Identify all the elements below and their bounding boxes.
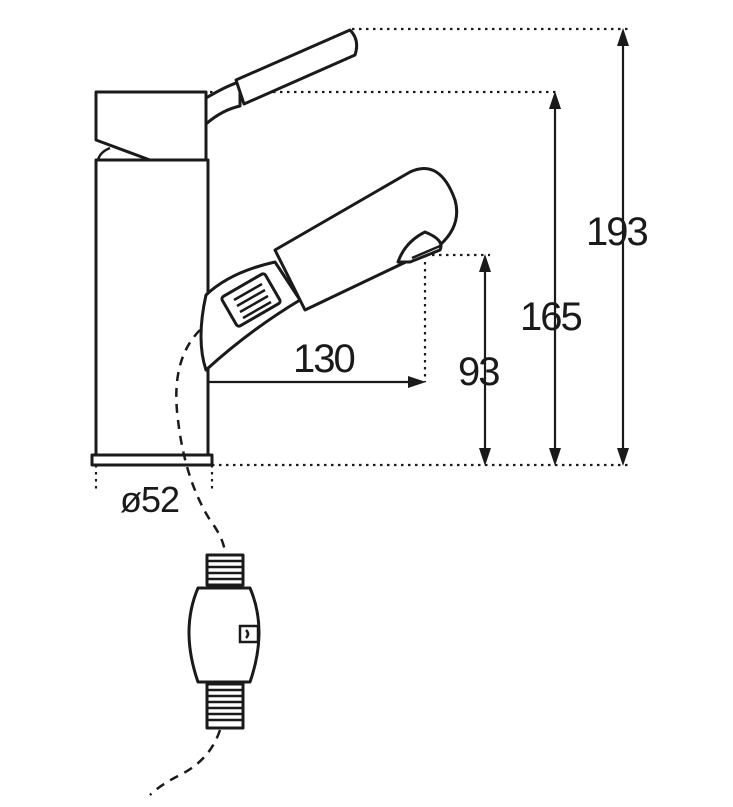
lever-handle [204,80,242,126]
dimension-label-193: 193 [586,210,647,254]
dimension-label-base-diameter: ø52 [120,479,179,520]
dimension-193 [617,28,629,466]
hose-weight [187,586,261,684]
dimension-label-93: 93 [458,350,499,394]
faucet-body [94,158,210,457]
pull-out-hose [149,329,261,796]
dimension-93 [479,254,491,466]
lever-grip [234,28,359,106]
dimension-label-130: 130 [293,337,354,381]
dimension-label-165: 165 [520,295,581,339]
spout-button [220,272,282,328]
faucet [90,28,459,467]
faucet-base [90,453,214,467]
dimension-165 [549,91,561,466]
faucet-head [94,90,208,162]
spout-nozzle [396,230,443,264]
